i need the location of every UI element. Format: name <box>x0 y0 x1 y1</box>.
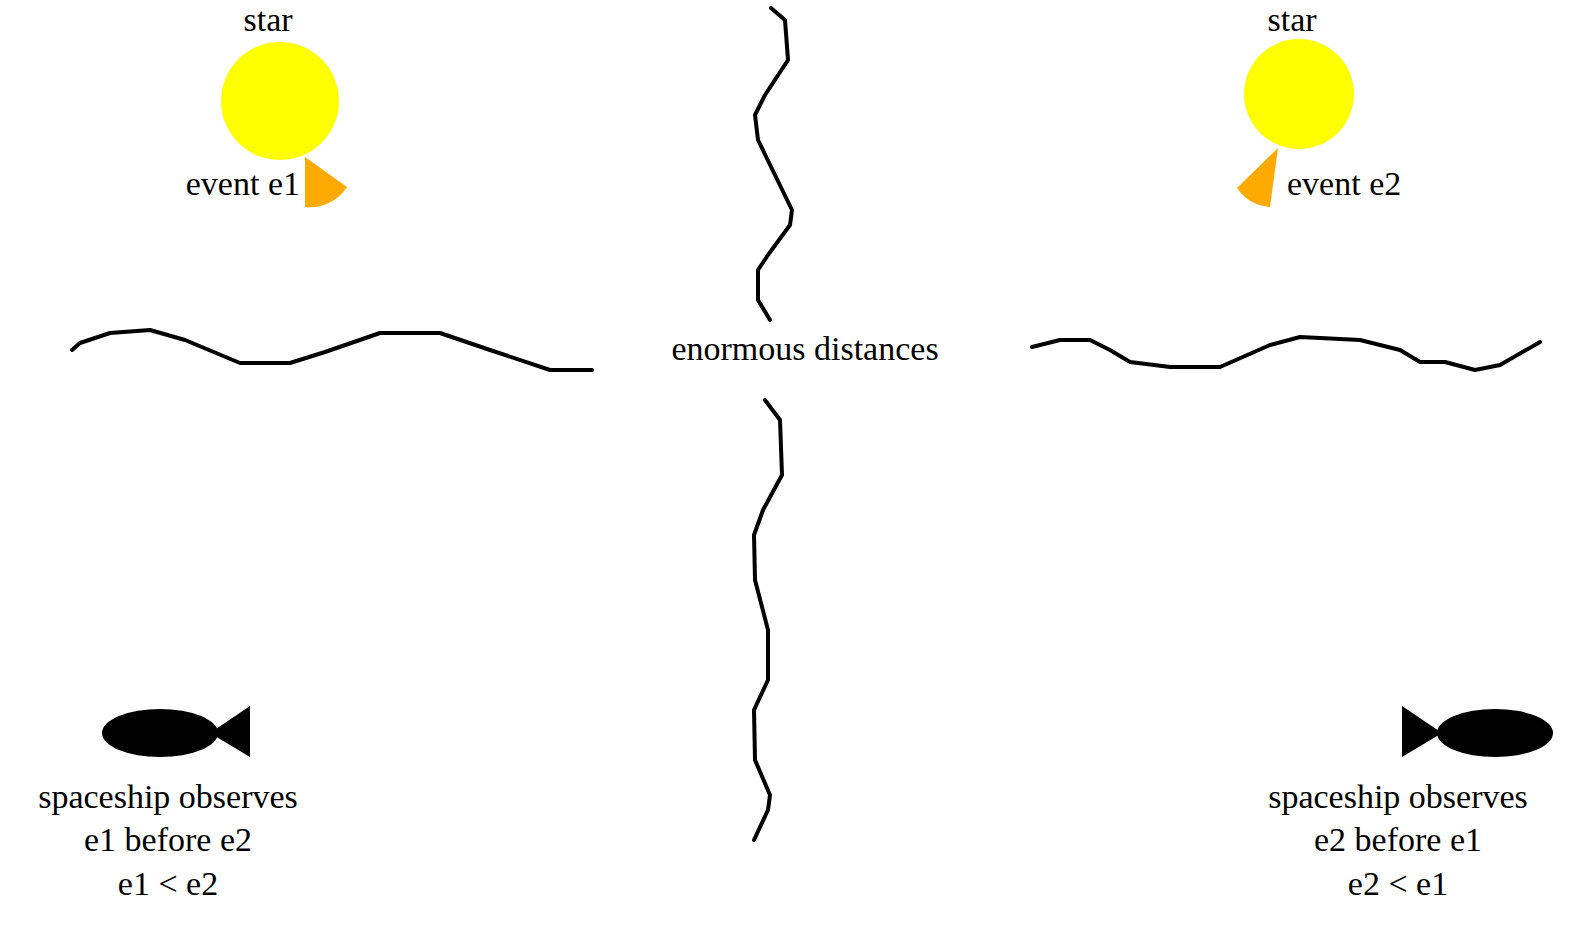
event-label: event e1 <box>186 165 300 202</box>
spaceship-tail <box>1402 706 1442 757</box>
event-flash-left <box>305 157 347 207</box>
wavy-divider <box>72 330 592 370</box>
spaceship-tail <box>210 706 250 757</box>
star-right <box>1244 39 1354 149</box>
distance-label: enormous distances <box>671 330 938 367</box>
event-flash-right <box>1237 148 1278 207</box>
event-label: event e2 <box>1287 165 1401 202</box>
wavy-divider <box>755 8 792 320</box>
spaceship-body <box>1437 709 1553 757</box>
star-label: star <box>243 1 292 38</box>
observation-text: e2 before e1 <box>1314 821 1482 858</box>
wavy-divider <box>754 400 782 840</box>
spaceship-body <box>102 709 218 757</box>
observation-text: spaceship observes <box>1268 778 1528 815</box>
star-left <box>221 42 339 160</box>
wavy-divider <box>1032 337 1540 370</box>
observation-text: e1 < e2 <box>118 865 218 902</box>
observation-text: e1 before e2 <box>84 821 252 858</box>
observation-text: e2 < e1 <box>1348 865 1448 902</box>
star-label: star <box>1267 1 1316 38</box>
observation-text: spaceship observes <box>38 778 298 815</box>
